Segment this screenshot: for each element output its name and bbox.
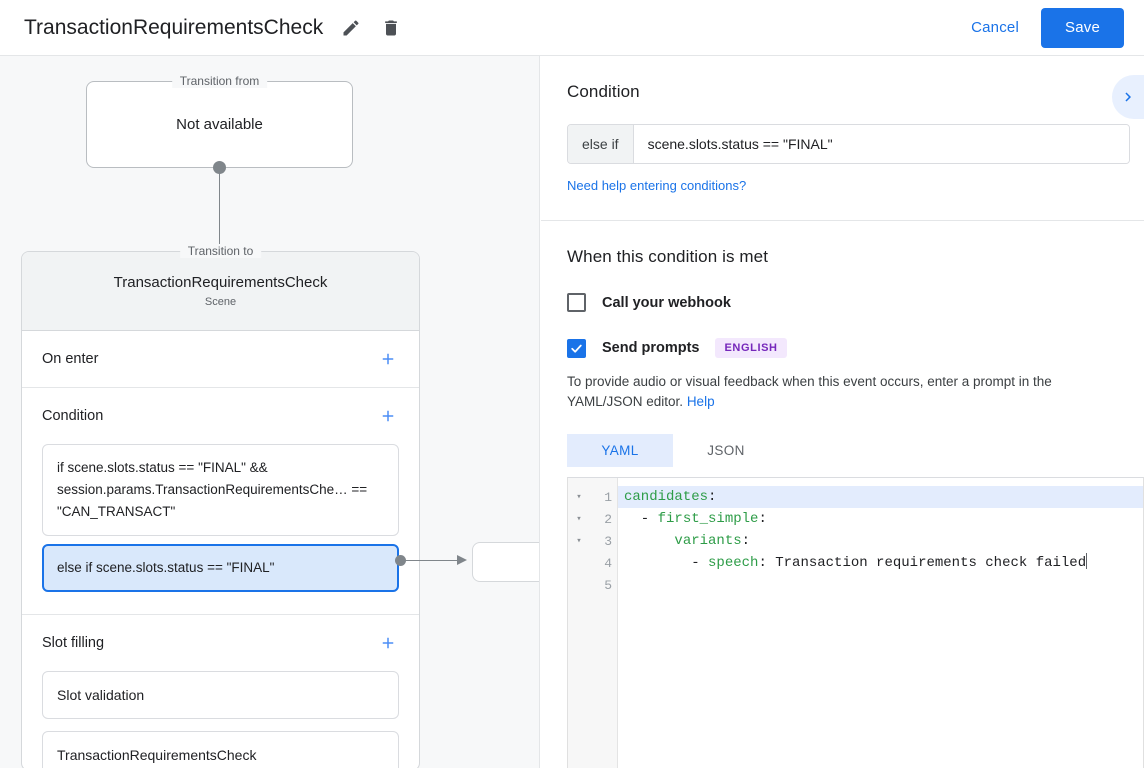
cancel-button[interactable]: Cancel [957, 11, 1033, 44]
scene-card: Transition to TransactionRequirementsChe… [21, 244, 420, 768]
transition-from-box: Transition from Not available [86, 74, 353, 168]
call-webhook-label: Call your webhook [602, 294, 731, 311]
code-key: speech [708, 555, 759, 571]
edge-out-dot [395, 555, 406, 566]
section-title-slot-filling: Slot filling [42, 635, 105, 651]
text-caret [1086, 553, 1088, 569]
code-colon: : [741, 533, 751, 549]
code-line[interactable] [618, 574, 1143, 596]
gutter-row: 5 [568, 574, 617, 596]
save-button[interactable]: Save [1041, 7, 1124, 48]
prompt-description-text: To provide audio or visual feedback when… [567, 374, 1052, 409]
help-link[interactable]: Help [686, 394, 715, 409]
code-indent [624, 533, 674, 549]
gutter-row: 4 [568, 552, 617, 574]
code-editor[interactable]: ▾ 1 ▾ 2 ▾ 3 4 [567, 477, 1144, 768]
condition-input-row: else if [567, 124, 1130, 164]
section-header: On enter [42, 331, 399, 387]
add-condition-button[interactable] [377, 405, 399, 427]
gutter-row: ▾ 2 [568, 508, 617, 530]
code-key: candidates [624, 489, 709, 505]
when-condition-met-block: When this condition is met Call your web… [541, 221, 1144, 768]
fold-arrow-icon[interactable]: ▾ [576, 492, 582, 502]
tab-json[interactable]: JSON [707, 443, 745, 458]
send-prompts-checkbox[interactable] [567, 338, 586, 358]
condition-prefix-label: else if [568, 125, 634, 163]
gutter-row: ▾ 3 [568, 530, 617, 552]
line-number: 4 [604, 555, 612, 571]
webhook-row[interactable]: Call your webhook [567, 293, 1118, 312]
fold-arrow-icon[interactable]: ▾ [576, 514, 582, 524]
code-colon: : [758, 511, 767, 527]
slot-item[interactable]: Slot validation [42, 671, 399, 719]
edge-start-dot [213, 161, 226, 174]
send-prompts-row[interactable]: Send prompts ENGLISH [567, 338, 1118, 358]
pencil-icon[interactable] [339, 16, 363, 40]
transition-from-legend: Transition from [171, 74, 268, 88]
transition-from-value: Not available [176, 116, 263, 133]
code-line[interactable]: candidates: [618, 486, 1143, 508]
top-app-bar: TransactionRequirementsCheck Cancel Save [0, 0, 1144, 56]
code-line[interactable]: - first_simple: [618, 508, 1143, 530]
details-panel: Condition else if Need help entering con… [541, 56, 1144, 768]
add-slot-filling-button[interactable] [377, 632, 399, 654]
section-header: Condition [42, 388, 399, 444]
code-line[interactable]: variants: [618, 530, 1143, 552]
code-key: first_simple [657, 511, 759, 527]
graph-canvas[interactable]: Transition from Not available Transition… [0, 56, 540, 768]
condition-item-selected[interactable]: else if scene.slots.status == "FINAL" [42, 544, 399, 592]
condition-expression-input[interactable] [633, 125, 1129, 163]
code-colon: : [758, 555, 767, 571]
code-colon: : [708, 489, 717, 505]
next-node-box[interactable] [472, 542, 539, 582]
slot-item[interactable]: TransactionRequirementsCheck [42, 731, 399, 768]
code-line[interactable]: - speech: Transaction requirements check… [618, 552, 1143, 574]
fold-arrow-icon[interactable]: ▾ [576, 536, 582, 546]
chevron-right-icon[interactable] [1112, 75, 1144, 119]
language-badge: ENGLISH [715, 338, 787, 358]
edge-arrowhead-right [457, 555, 467, 565]
editor-code-area[interactable]: candidates: - first_simple: variants: - … [618, 478, 1143, 768]
condition-help-link[interactable]: Need help entering conditions? [567, 178, 747, 193]
line-number: 3 [604, 533, 612, 549]
scene-name: TransactionRequirementsCheck [113, 274, 328, 291]
condition-heading: Condition [567, 82, 640, 101]
when-met-heading: When this condition is met [567, 247, 769, 266]
section-title-on-enter: On enter [42, 351, 99, 367]
line-number: 2 [604, 511, 612, 527]
gutter-row: ▾ 1 [568, 486, 617, 508]
send-prompts-label: Send prompts [602, 340, 700, 356]
section-on-enter: On enter [22, 331, 419, 388]
code-indent: - [624, 555, 709, 571]
scene-card-header: Transition to TransactionRequirementsChe… [22, 244, 419, 331]
editor-gutter: ▾ 1 ▾ 2 ▾ 3 4 [568, 478, 618, 768]
page-title: TransactionRequirementsCheck [24, 15, 324, 39]
condition-item[interactable]: if scene.slots.status == "FINAL" && sess… [42, 444, 399, 536]
prompt-description: To provide audio or visual feedback when… [567, 372, 1118, 412]
line-number: 1 [604, 489, 612, 505]
condition-editor-block: Condition else if Need help entering con… [541, 56, 1144, 195]
edge-line-horizontal [405, 560, 460, 561]
section-condition: Condition if scene.slots.status == "FINA… [22, 388, 419, 615]
tab-yaml[interactable]: YAML [567, 434, 673, 467]
transition-to-legend: Transition to [179, 244, 262, 258]
section-slot-filling: Slot filling Slot validation Transaction… [22, 615, 419, 768]
edge-line-vertical [219, 168, 220, 260]
editor-format-tabs: YAML JSON [567, 434, 1118, 467]
panel-divider [541, 220, 1144, 221]
scene-type-label: Scene [204, 296, 237, 308]
code-indent: - [624, 511, 658, 527]
code-key: variants [674, 533, 742, 549]
section-header: Slot filling [42, 615, 399, 671]
section-title-condition: Condition [42, 408, 104, 424]
call-webhook-checkbox[interactable] [567, 293, 586, 312]
trash-icon[interactable] [379, 16, 403, 40]
code-value: Transaction requirements check failed [766, 555, 1087, 571]
add-on-enter-button[interactable] [377, 348, 399, 370]
line-number: 5 [604, 577, 612, 593]
